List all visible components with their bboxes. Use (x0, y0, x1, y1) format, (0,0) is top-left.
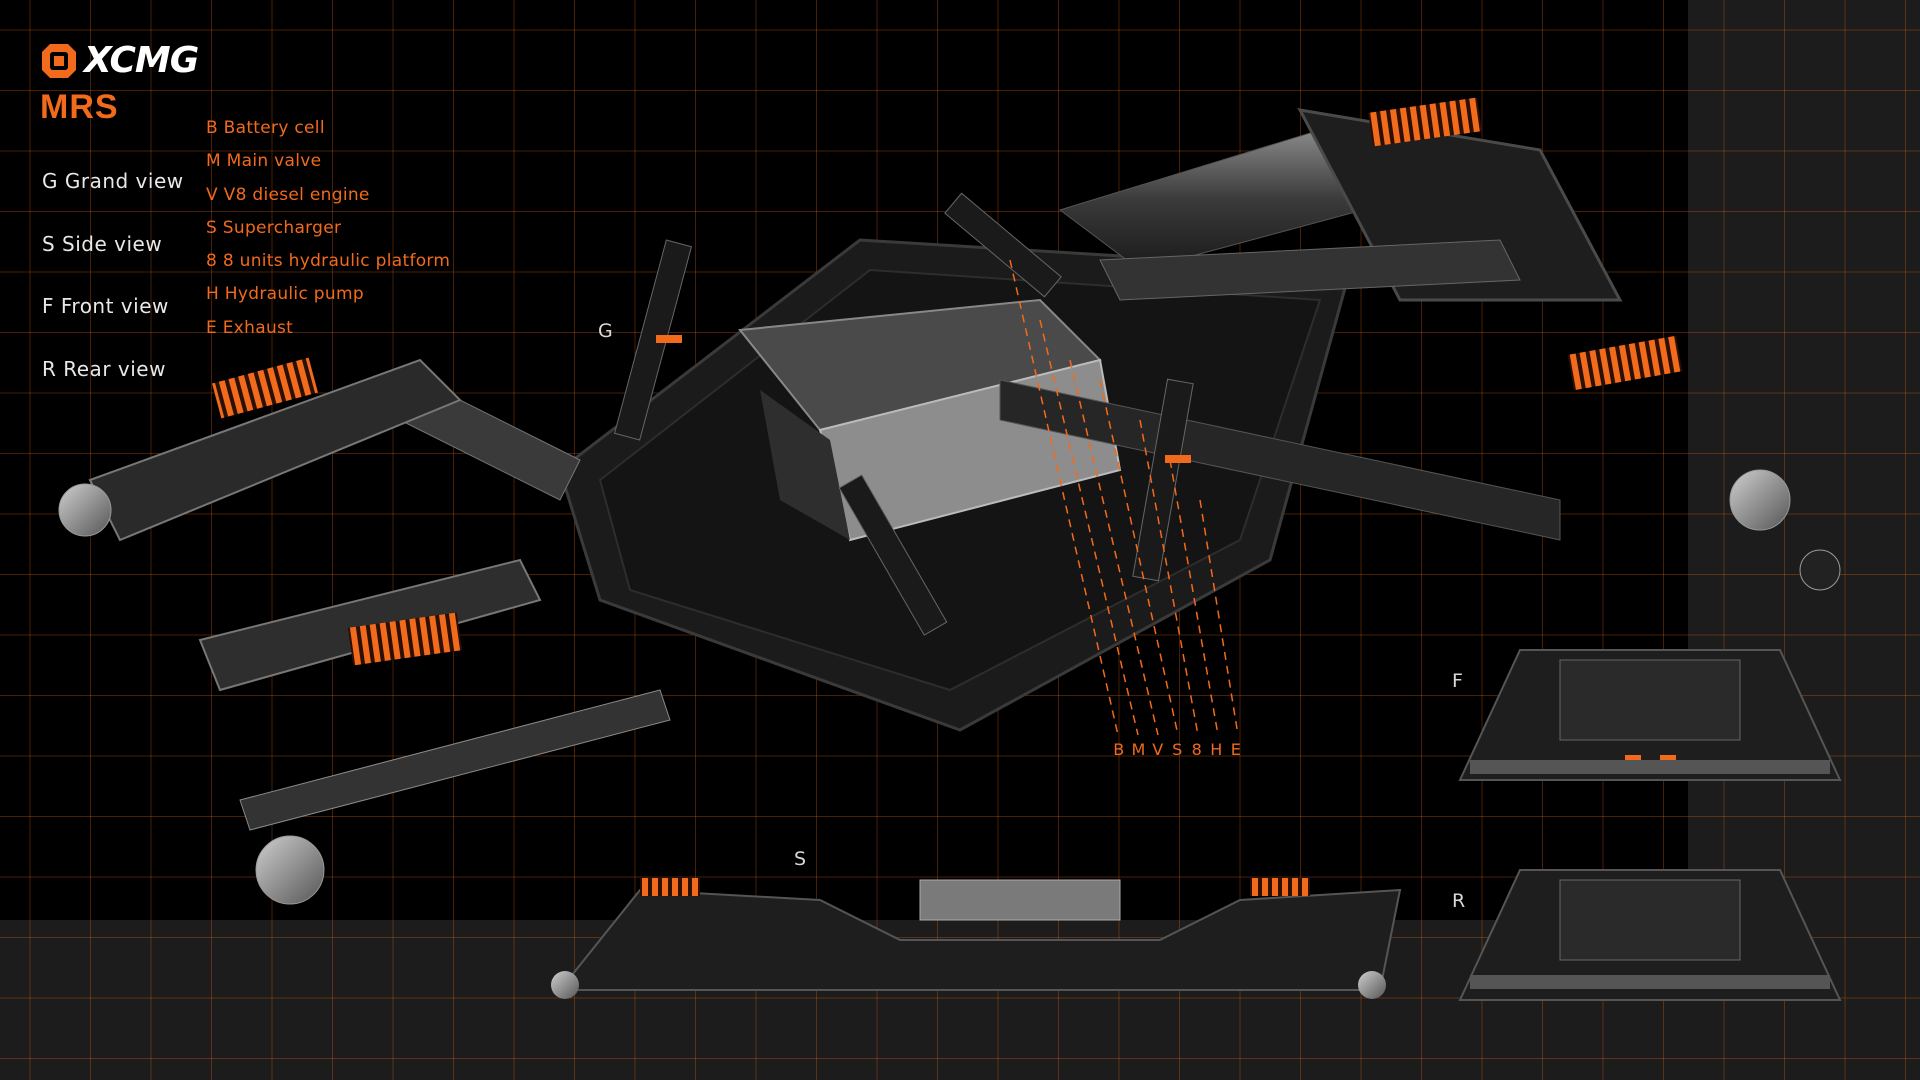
view-item-front[interactable]: F Front view (42, 294, 169, 318)
view-list: G Grand view S Side view F Front view R … (42, 166, 184, 416)
callout-letters: B M V S 8 H E (1112, 740, 1243, 759)
rear-view-label: R (1452, 890, 1466, 912)
model-name: MRS (40, 88, 119, 126)
callout-8: 8 (1191, 740, 1202, 759)
side-view-render (551, 878, 1402, 999)
legend-item-hydraulic-platform: 8 8 units hydraulic platform (206, 251, 451, 272)
front-view-render (1458, 649, 1842, 781)
view-item-side[interactable]: S Side view (42, 231, 163, 256)
logo-text: XCMG (84, 40, 199, 81)
xcmg-logo: XCMG (40, 40, 199, 81)
legend-item-engine: V V8 diesel engine (206, 184, 370, 205)
side-view-label: S (794, 848, 807, 870)
component-legend: B Battery cell M Main valve V V8 diesel … (206, 116, 450, 349)
legend-item-hydraulic-pump: H Hydraulic pump (206, 284, 364, 305)
callout-v: V (1152, 740, 1164, 759)
front-view-label: F (1452, 670, 1463, 692)
legend-item-main-valve: M Main valve (206, 151, 322, 172)
rear-view-render (1458, 869, 1842, 1001)
view-item-rear[interactable]: R Rear view (42, 356, 166, 381)
legend-item-battery: B Battery cell (206, 118, 325, 138)
grand-view-chassis (58, 97, 1841, 905)
legend-item-supercharger: S Supercharger (206, 217, 342, 238)
xcmg-logo-icon (42, 43, 76, 78)
callout-m: M (1131, 740, 1146, 759)
callout-b: B (1113, 740, 1125, 759)
legend-item-exhaust: E Exhaust (206, 317, 294, 338)
callout-e: E (1230, 740, 1241, 759)
view-item-grand[interactable]: G Grand view (42, 169, 184, 193)
callout-h: H (1210, 740, 1223, 759)
grand-view-label: G (598, 320, 613, 342)
callout-s: S (1172, 740, 1183, 759)
